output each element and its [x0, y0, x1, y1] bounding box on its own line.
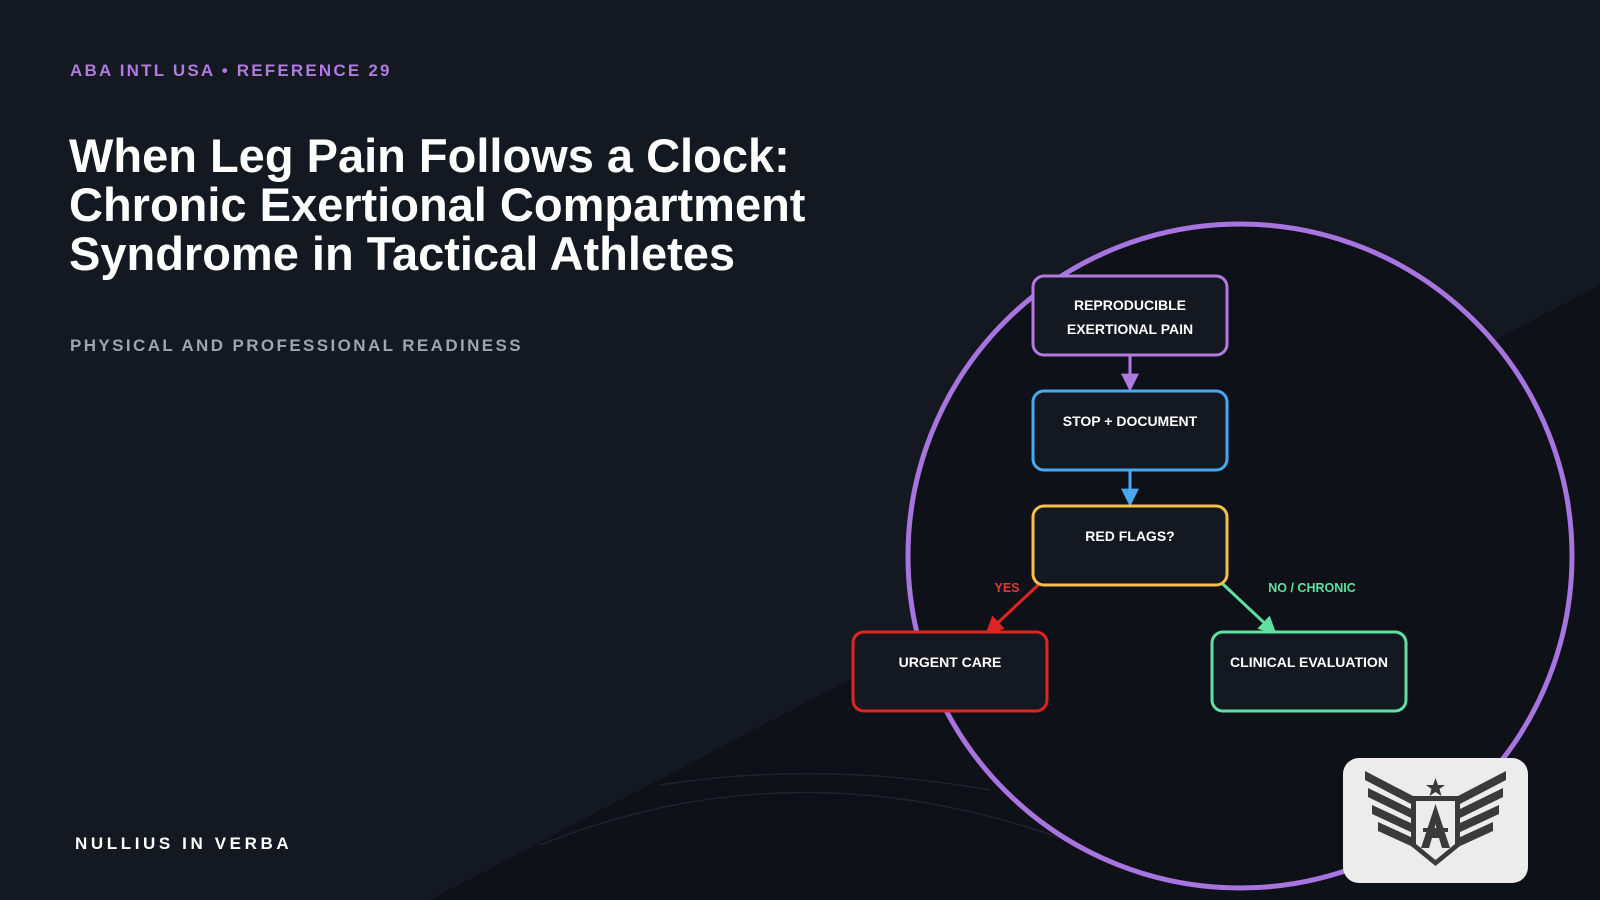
- node-stop-document: STOP + DOCUMENT: [1031, 389, 1229, 472]
- node-pain-line-1: REPRODUCIBLE: [1074, 297, 1186, 313]
- title-line-1: When Leg Pain Follows a Clock:: [69, 129, 790, 182]
- title-line-3: Syndrome in Tactical Athletes: [69, 227, 736, 280]
- node-flags-line-1: RED FLAGS?: [1085, 528, 1174, 544]
- node-clinical-line-1: CLINICAL EVALUATION: [1230, 654, 1388, 670]
- footer-motto: NULLIUS IN VERBA: [75, 834, 293, 853]
- logo-card: [1343, 758, 1528, 883]
- eyebrow-label: ABA INTL USA • REFERENCE 29: [70, 61, 392, 80]
- edge-label-yes: YES: [994, 581, 1019, 595]
- edge-label-no-chronic: NO / CHRONIC: [1268, 581, 1356, 595]
- node-urgent-line-1: URGENT CARE: [899, 654, 1002, 670]
- page-subtitle: PHYSICAL AND PROFESSIONAL READINESS: [70, 336, 524, 355]
- node-clinical-evaluation: CLINICAL EVALUATION: [1210, 630, 1408, 713]
- node-urgent-care: URGENT CARE: [851, 630, 1049, 713]
- title-line-2: Chronic Exertional Compartment: [69, 178, 806, 231]
- page-title: When Leg Pain Follows a Clock: Chronic E…: [69, 131, 889, 278]
- node-reproducible-exertional-pain: REPRODUCIBLE EXERTIONAL PAIN: [1031, 274, 1229, 357]
- winged-shield-logo-icon: [1365, 771, 1506, 866]
- node-pain-line-2: EXERTIONAL PAIN: [1067, 321, 1193, 337]
- node-stop-line-1: STOP + DOCUMENT: [1063, 413, 1198, 429]
- node-red-flags: RED FLAGS?: [1031, 504, 1229, 587]
